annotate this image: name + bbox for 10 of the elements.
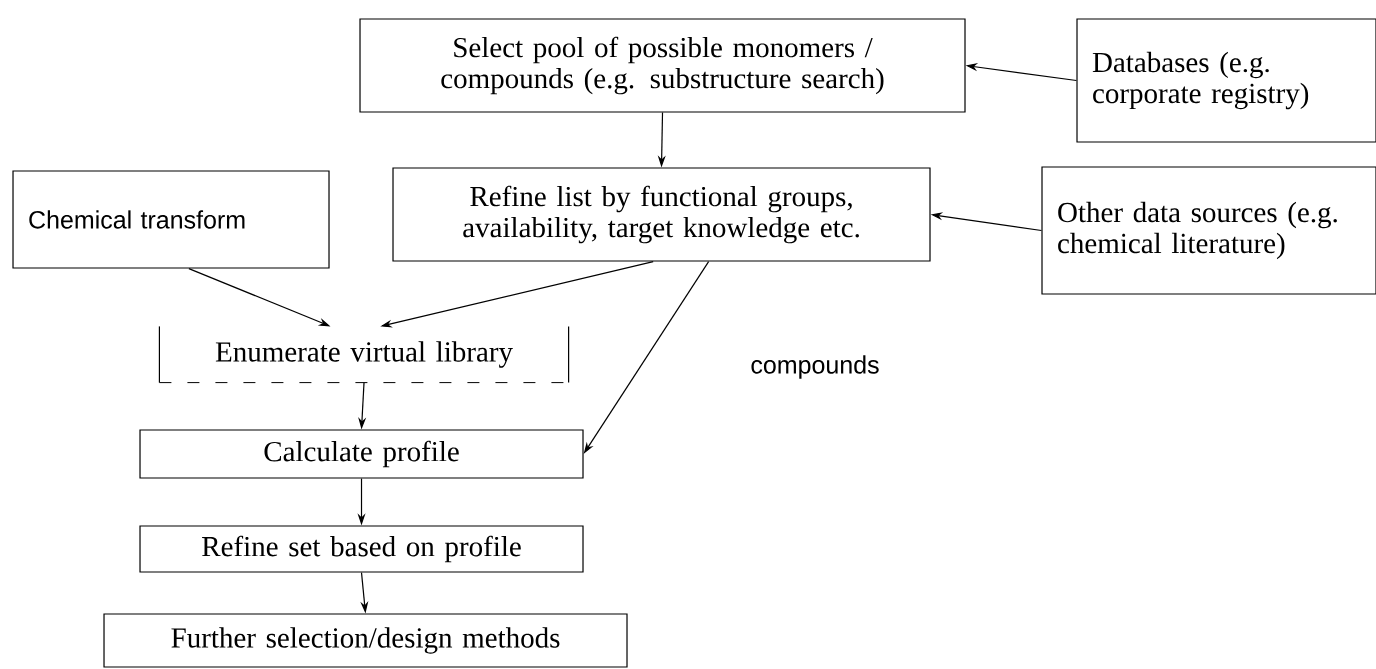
process-box: Chemical transform xyxy=(12,170,330,269)
process-box: Refine list by functional groups, availability, target knowledge etc. xyxy=(392,167,931,262)
process-box: Further selection/design methods xyxy=(103,613,628,668)
edge-label: compounds xyxy=(748,353,882,381)
process-box: Calculate profile xyxy=(139,429,584,479)
process-box: Refine set based on profile xyxy=(139,525,584,573)
process-box: Databases (e.g. corporate registry) xyxy=(1076,18,1376,143)
process-box: Other data sources (e.g. chemical literature) xyxy=(1041,166,1376,295)
process-box: Select pool of possible monomers / compounds (e.g. substructure search) xyxy=(359,18,966,113)
process-box: Enumerate virtual library xyxy=(158,325,570,384)
